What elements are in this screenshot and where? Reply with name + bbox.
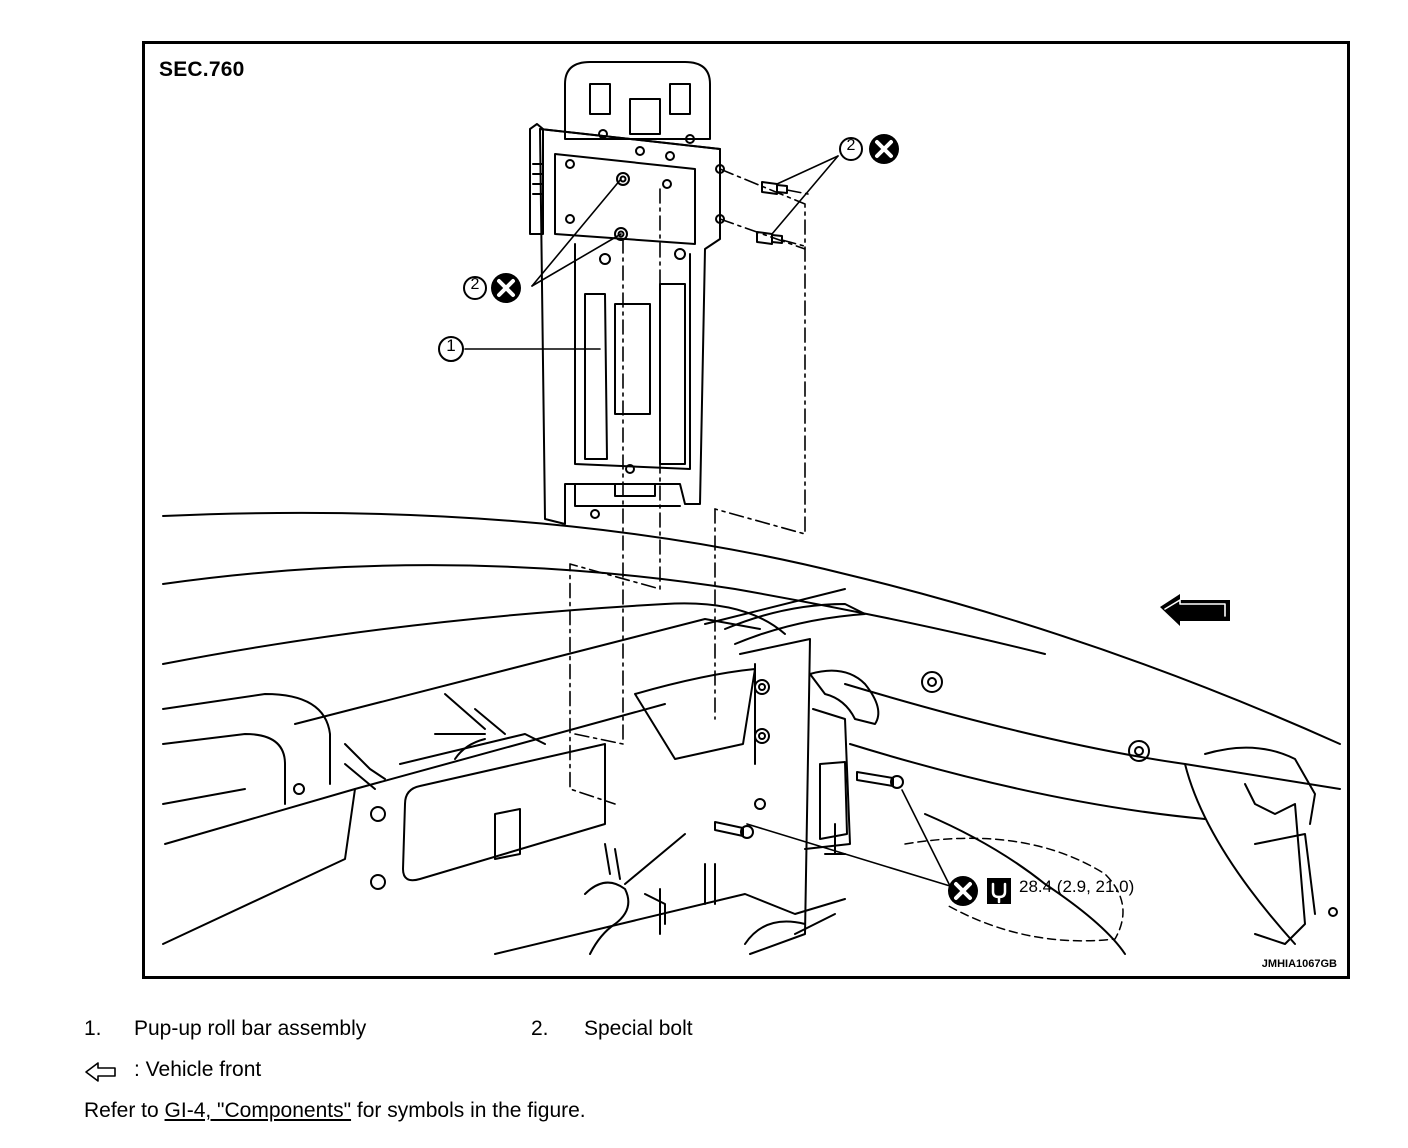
section-label: SEC.760 bbox=[159, 58, 245, 81]
reference-suffix: for symbols in the figure. bbox=[351, 1099, 586, 1122]
callout-1-label: 1 bbox=[446, 336, 456, 355]
reference-prefix: Refer to bbox=[84, 1099, 165, 1122]
roll-bar-illustration bbox=[162, 61, 1341, 955]
legend-item-2-label: Special bolt bbox=[584, 1017, 693, 1040]
legend-item-1-number: 1. bbox=[84, 1017, 102, 1040]
callout-2-label-left: 2 bbox=[470, 276, 480, 293]
torque-value: 28.4 (2.9, 21.0) bbox=[1019, 877, 1135, 896]
vehicle-front-outline-arrow-icon bbox=[85, 1062, 116, 1082]
do-not-reuse-icon bbox=[491, 273, 521, 303]
components-link[interactable]: GI-4, "Components" bbox=[164, 1099, 352, 1122]
do-not-reuse-icon bbox=[948, 876, 978, 906]
figure-code: JMHIA1067GB bbox=[1261, 958, 1337, 970]
special-bolt-right bbox=[756, 181, 788, 245]
do-not-reuse-icon bbox=[869, 134, 899, 164]
torque-wrench-icon bbox=[987, 878, 1011, 904]
vehicle-front-arrow-icon bbox=[1160, 594, 1230, 626]
alignment-lines bbox=[569, 168, 809, 805]
legend-item-1-label: Pup-up roll bar assembly bbox=[134, 1017, 367, 1040]
callout-2-label-right: 2 bbox=[846, 137, 856, 154]
legend-item-2-number: 2. bbox=[531, 1017, 549, 1040]
roll-bar-assembly bbox=[529, 61, 725, 525]
leader-lines bbox=[464, 155, 951, 887]
callout-2-marker-right bbox=[839, 137, 863, 161]
callout-1-marker bbox=[438, 336, 464, 362]
reference-line: Refer to GI-4, "Components" for symbols … bbox=[84, 1099, 586, 1123]
vehicle-front-label: : Vehicle front bbox=[134, 1058, 262, 1081]
figure-frame: SEC.760 bbox=[142, 41, 1350, 979]
vehicle-body bbox=[162, 511, 1341, 955]
callout-2-marker-left bbox=[463, 276, 487, 300]
